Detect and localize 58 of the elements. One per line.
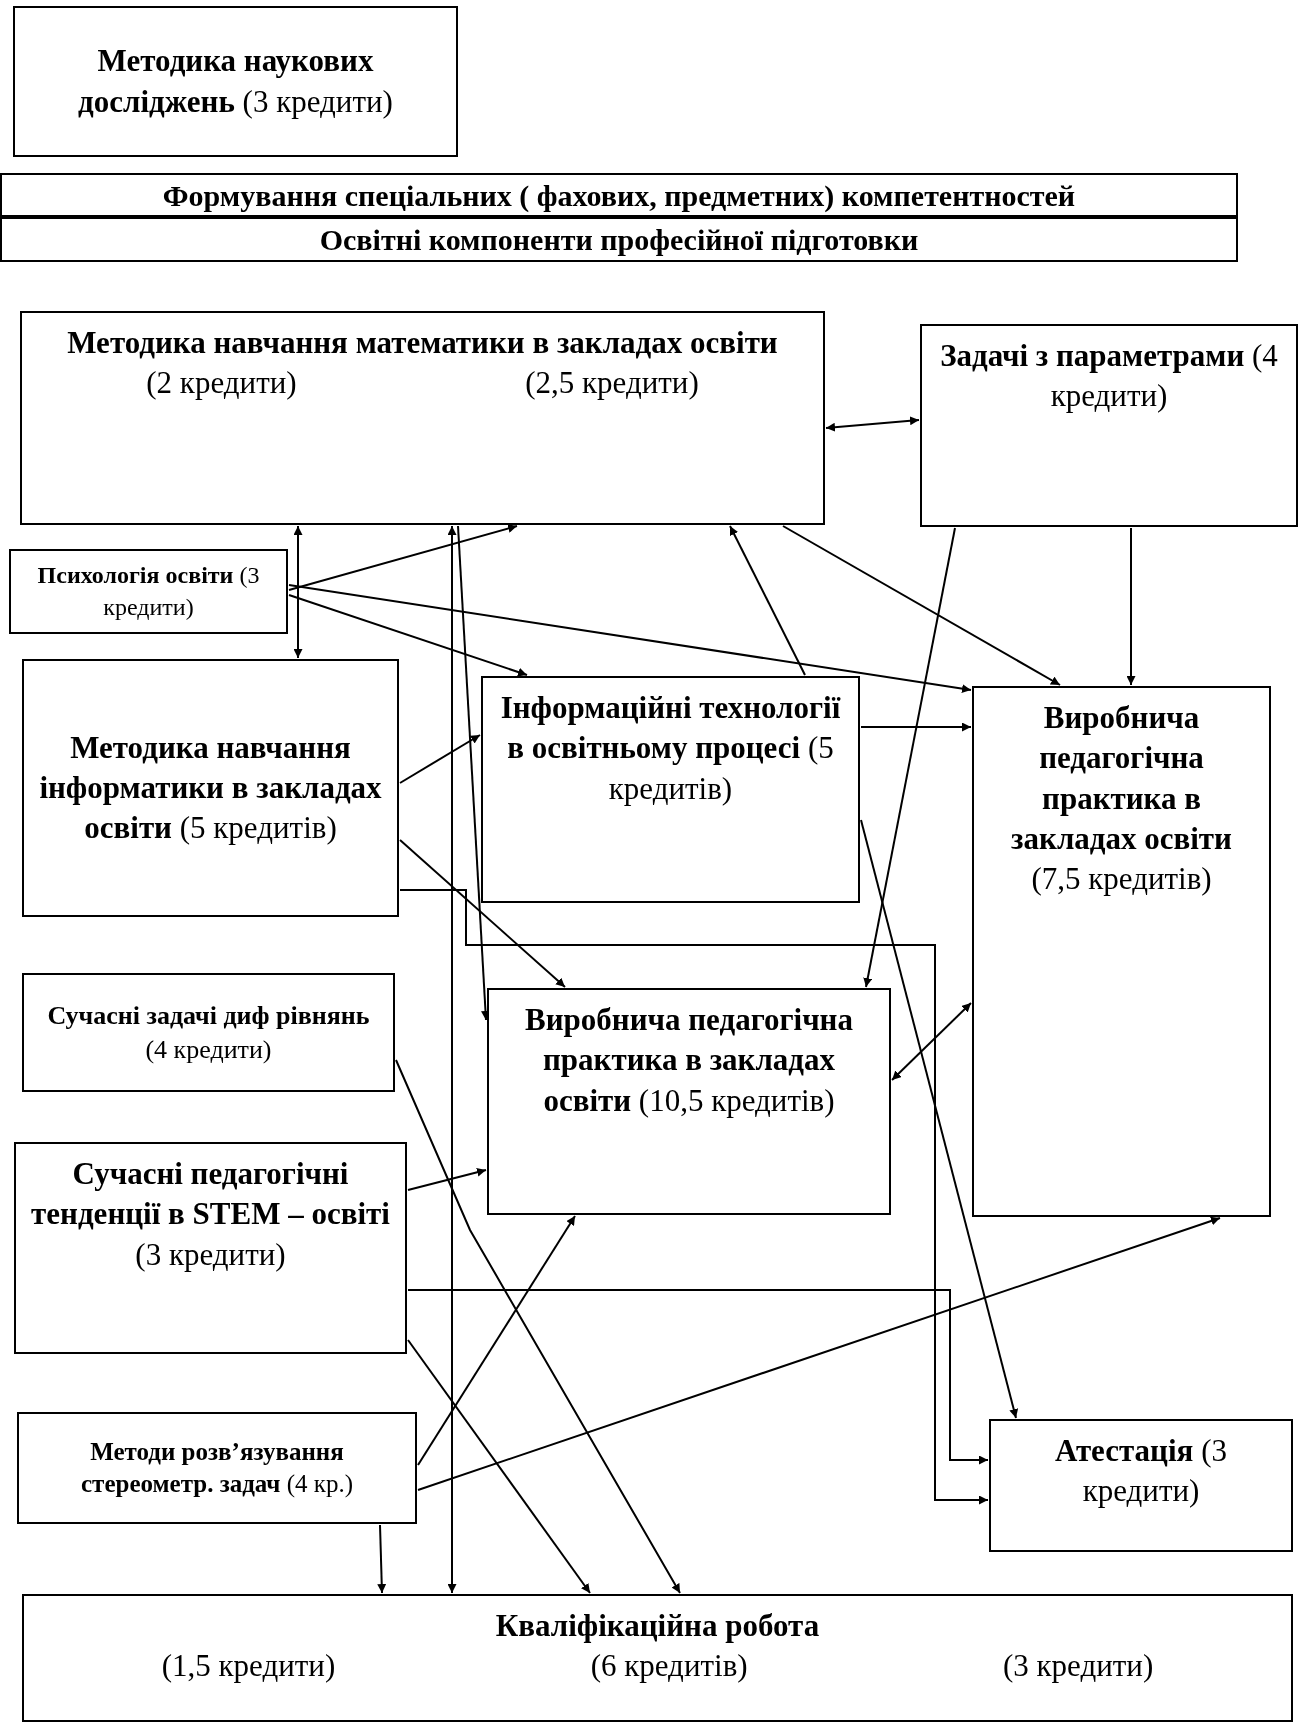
course-box [17, 1412, 417, 1524]
course-box [920, 324, 1298, 527]
arrow [447, 525, 457, 1594]
course-box [989, 1419, 1293, 1552]
arrow [417, 1215, 576, 1466]
node-text: Формування спеціальних ( фахових, предметних) компетентностей [162, 177, 1076, 214]
arrow [860, 722, 972, 732]
arrow [863, 527, 956, 988]
course-box [0, 217, 1238, 262]
arrow [399, 889, 989, 1505]
arrow [288, 584, 972, 694]
course-box [481, 676, 860, 903]
arrow [399, 734, 481, 784]
course-box [14, 1142, 407, 1354]
course-box [487, 988, 891, 1215]
arrow [1126, 527, 1136, 686]
course-box [22, 973, 395, 1092]
course-box [22, 1594, 1293, 1722]
arrow [891, 1002, 972, 1081]
node-text: Методи розв’язування стереометр. задач (4 кр.) [80, 1436, 354, 1499]
arrow [395, 1059, 681, 1594]
node-text: Сучасні задачі диф рівнянь (4 кредити) [46, 999, 371, 1066]
arrow [288, 594, 528, 677]
course-box [13, 6, 458, 157]
node-text: Освітні компоненти професійної підготовки [319, 222, 919, 258]
arrow [407, 1289, 989, 1465]
arrow [825, 416, 920, 432]
arrow [407, 1339, 591, 1594]
course-box [20, 311, 825, 525]
arrow [407, 1167, 487, 1191]
arrow [860, 819, 1019, 1419]
node-text: Методика наукових досліджень (3 кредити) [77, 42, 394, 121]
arrow [293, 525, 303, 659]
arrow [729, 525, 806, 676]
node-text: Інформаційні технології в освітньому процесі (5 кредитів) [499, 689, 842, 808]
arrow [417, 1216, 1221, 1491]
node-text: Психологія освіти (3 кредити) [36, 561, 261, 622]
node-text: (1,5 кредити) [161, 1647, 336, 1686]
node-text: Сучасні педагогічні тенденції в STEM – освіті (3 кредити) [30, 1155, 391, 1274]
arrow [377, 1524, 387, 1594]
arrow [399, 839, 566, 988]
node-text: Виробнича педагогічна практика в закладах освіти (7,5 кредитів) [1010, 699, 1233, 899]
node-text: (2,5 кредити) [525, 364, 699, 403]
course-box [22, 659, 399, 917]
node-text: Атестація (3 кредити) [1054, 1432, 1228, 1511]
node-text: Виробнича педагогічна практика в закладах освіти (10,5 кредитів) [524, 1001, 854, 1120]
node-text: Кваліфікаційна робота [495, 1607, 820, 1645]
node-text: Методика навчання інформатики в закладах освіти (5 кредитів) [38, 728, 383, 848]
course-box [0, 173, 1238, 217]
node-text: Методика навчання математики в закладах освіти [67, 324, 778, 362]
course-box [972, 686, 1271, 1217]
node-text: Задачі з параметрами (4 кредити) [939, 337, 1279, 416]
node-text: (2 кредити) [146, 364, 297, 403]
node-text: (6 кредитів) [590, 1647, 748, 1686]
arrow [782, 525, 1061, 686]
node-text: (3 кредити) [1002, 1647, 1154, 1686]
arrow [288, 524, 518, 591]
course-box [9, 549, 288, 634]
